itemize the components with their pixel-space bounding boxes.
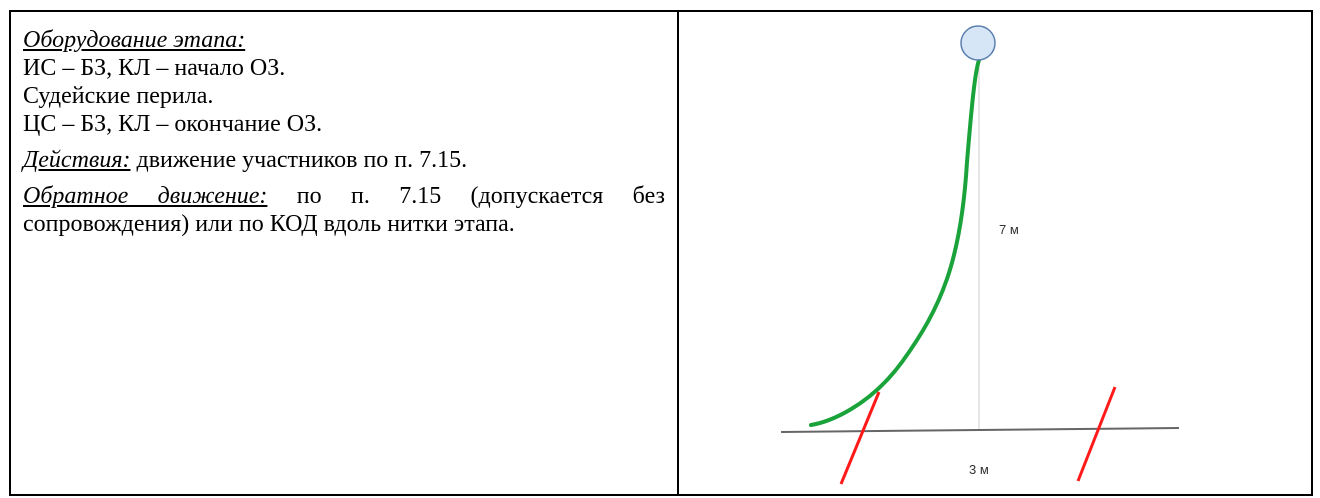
return-paragraph: Обратное движение: по п. 7.15 (допускает… (23, 182, 665, 238)
equipment-line: ИС – БЗ, КЛ – начало ОЗ. (23, 55, 286, 81)
stage-diagram-cell: 7 м 3 м (679, 12, 1311, 494)
rope-curve (809, 58, 981, 427)
start-marker-line (839, 391, 881, 485)
return-label: Обратное движение: (23, 183, 268, 209)
stage-diagram: 7 м 3 м (780, 25, 1180, 485)
actions-text: движение участников по п. 7.15. (130, 147, 468, 173)
equipment-line: ЦС – БЗ, КЛ – окончание ОЗ. (23, 111, 323, 137)
stage-table: Оборудование этапа: ИС – БЗ, КЛ – начало… (9, 10, 1313, 496)
height-label: 7 м (999, 222, 1019, 237)
width-label: 3 м (969, 462, 989, 477)
actions-paragraph: Действия: движение участников по п. 7.15… (23, 146, 665, 174)
actions-label: Действия: (23, 147, 131, 173)
anchor-point-circle (960, 25, 996, 61)
equipment-heading: Оборудование этапа: (23, 26, 665, 54)
equipment-label: Оборудование этапа: (23, 27, 246, 53)
equipment-line: Судейские перила. (23, 83, 214, 109)
return-text: по п. 7.15 (допускается без сопровождени… (23, 183, 665, 237)
end-marker-line (1076, 386, 1117, 482)
ground-line (780, 427, 1180, 433)
stage-description-cell: Оборудование этапа: ИС – БЗ, КЛ – начало… (11, 12, 679, 494)
